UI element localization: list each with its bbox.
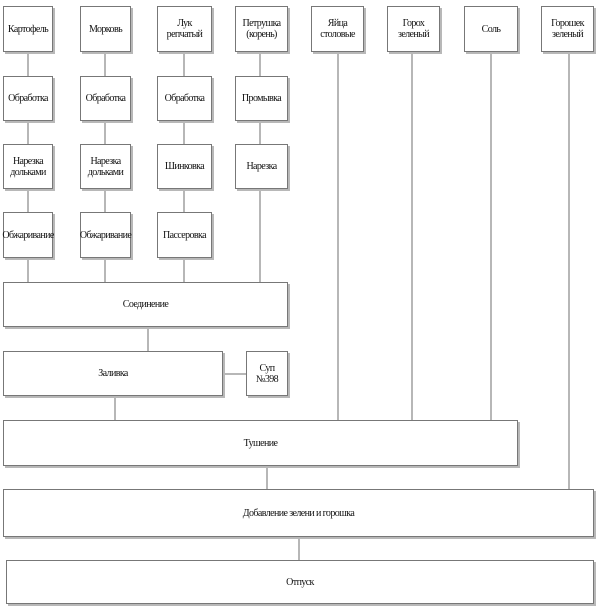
ingredient-parsley-box: Петрушка (корень) — [235, 6, 288, 52]
step-label: Нарезка дольками — [87, 155, 124, 178]
step-label: Обработка — [164, 93, 205, 104]
step-potato-process-box: Обработка — [3, 76, 53, 121]
ingredient-potato-box: Картофель — [3, 6, 53, 52]
ingredient-parsley-label: Петрушка (корень) — [242, 18, 281, 40]
step-label: Нарезка дольками — [10, 155, 46, 178]
step-label: Заливка — [98, 368, 128, 379]
step-label: Промывка — [241, 93, 282, 104]
step-parsley-cut-box: Нарезка — [235, 144, 288, 189]
ingredient-carrot-box: Морковь — [80, 6, 131, 52]
step-label: Обработка — [85, 93, 126, 104]
ingredient-greens-box: Горошек зеленый — [541, 6, 594, 52]
ingredient-egg-box: Яйца столовые — [311, 6, 364, 52]
step-label: Соединение — [122, 299, 169, 310]
step-label: Шинковка — [164, 161, 205, 172]
step-carrot-blanch-box: Обжаривание — [79, 212, 132, 258]
ingredient-salt-box: Соль — [464, 6, 518, 52]
step-soup-box: Суп №398 — [246, 351, 288, 396]
ingredient-salt-label: Соль — [481, 23, 501, 35]
step-label: Суп №398 — [255, 362, 279, 385]
ingredient-onion-box: Лук репчатый — [157, 6, 212, 52]
ingredient-carrot-label: Морковь — [88, 23, 123, 35]
step-onion-saute-box: Пассеровка — [157, 212, 212, 258]
step-label: Пассеровка — [163, 229, 207, 241]
ingredient-onion-label: Лук репчатый — [166, 18, 203, 40]
step-fill-box: Заливка — [3, 351, 223, 396]
ingredient-peas-box: Горох зеленый — [387, 6, 440, 52]
step-stew-box: Тушение — [3, 420, 518, 466]
step-potato-blanch-box: Обжаривание — [2, 212, 54, 258]
ingredient-potato-label: Картофель — [7, 23, 49, 35]
ingredient-egg-label: Яйца столовые — [320, 18, 355, 40]
step-combine-box: Соединение — [3, 282, 288, 327]
step-potato-cut-box: Нарезка дольками — [3, 144, 53, 189]
step-parsley-wash-box: Промывка — [235, 76, 288, 121]
step-label: Обработка — [8, 93, 48, 104]
step-add-greens-box: Добавление зелени и горошка — [3, 489, 594, 537]
step-label: Обжаривание — [79, 229, 132, 241]
step-label: Тушение — [243, 437, 278, 449]
step-onion-shred-box: Шинковка — [157, 144, 212, 189]
step-label: Добавление зелени и горошка — [242, 507, 355, 519]
step-carrot-process-box: Обработка — [80, 76, 131, 121]
step-onion-process-box: Обработка — [157, 76, 212, 121]
step-carrot-cut-box: Нарезка дольками — [80, 144, 131, 189]
ingredient-greens-label: Горошек зеленый — [551, 18, 584, 40]
step-serve-box: Отпуск — [6, 560, 594, 604]
step-label: Обжаривание — [2, 229, 54, 241]
step-label: Отпуск — [286, 576, 314, 588]
step-label: Нарезка — [246, 161, 277, 172]
ingredient-peas-label: Горох зеленый — [397, 18, 430, 40]
